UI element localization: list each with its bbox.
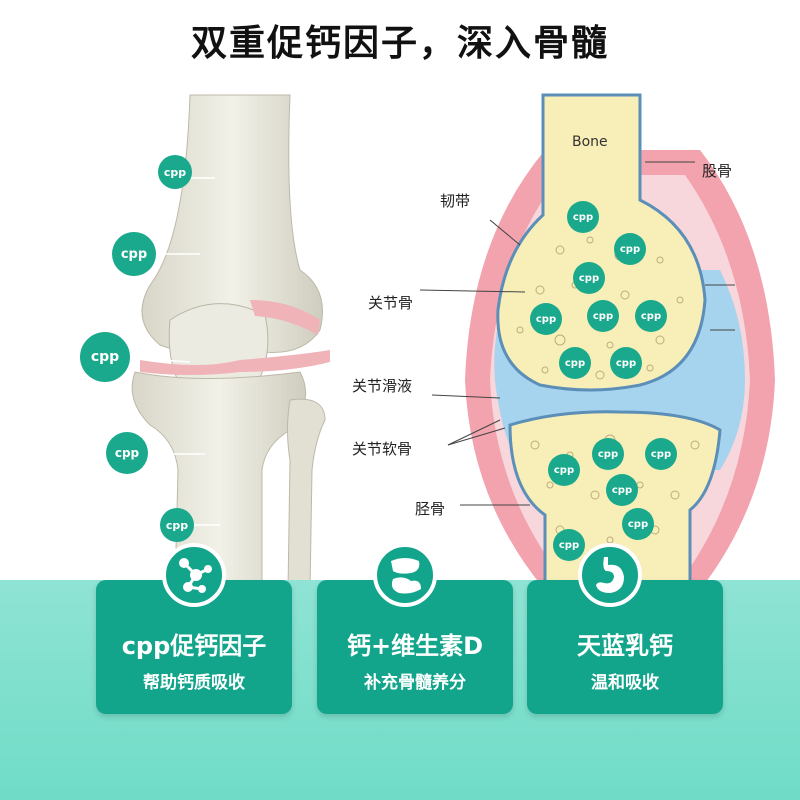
cpp-badge: cpp — [592, 438, 624, 470]
cpp-badge: cpp — [635, 300, 667, 332]
stomach-icon — [578, 543, 642, 607]
label-synovial-fluid: 关节滑液 — [352, 377, 413, 395]
cpp-badge: cpp — [610, 347, 642, 379]
card-title: 钙+维生素D — [346, 632, 484, 660]
cpp-badge: cpp — [112, 232, 156, 276]
cpp-badge: cpp — [106, 432, 148, 474]
cpp-badge: cpp — [548, 454, 580, 486]
cpp-badge: cpp — [158, 155, 192, 189]
cpp-badge: cpp — [587, 300, 619, 332]
card-title: 天蓝乳钙 — [577, 632, 673, 660]
label-bone: Bone — [572, 134, 608, 150]
cpp-badge: cpp — [606, 474, 638, 506]
fibula-shape — [287, 398, 326, 590]
card-subtitle: 补充骨髓养分 — [364, 673, 466, 693]
tibia-shape — [131, 371, 307, 590]
card-title: cpp促钙因子 — [121, 632, 267, 660]
cpp-badge: cpp — [614, 233, 646, 265]
card-subtitle: 温和吸收 — [591, 673, 659, 693]
cpp-badge: cpp — [622, 508, 654, 540]
cpp-badge: cpp — [530, 303, 562, 335]
cpp-badge: cpp — [645, 438, 677, 470]
page-title: 双重促钙因子，深入骨髓 — [190, 23, 609, 64]
label-joint-bone: 关节骨 — [368, 294, 414, 312]
label-cartilage: 关节软骨 — [352, 440, 413, 458]
cpp-badge: cpp — [160, 508, 194, 542]
label-tibia: 胫骨 — [415, 500, 446, 518]
bone-joint-icon — [373, 543, 437, 607]
meniscus-shape — [140, 350, 330, 375]
label-ligament: 韧带 — [440, 192, 471, 210]
card-subtitle: 帮助钙质吸收 — [143, 673, 245, 693]
cpp-badge: cpp — [573, 262, 605, 294]
cpp-badge: cpp — [559, 347, 591, 379]
cpp-badge: cpp — [567, 201, 599, 233]
cpp-badge: cpp — [80, 332, 130, 382]
label-femur: 股骨 — [702, 162, 733, 180]
cpp-badge: cpp — [553, 529, 585, 561]
molecule-icon — [162, 543, 226, 607]
